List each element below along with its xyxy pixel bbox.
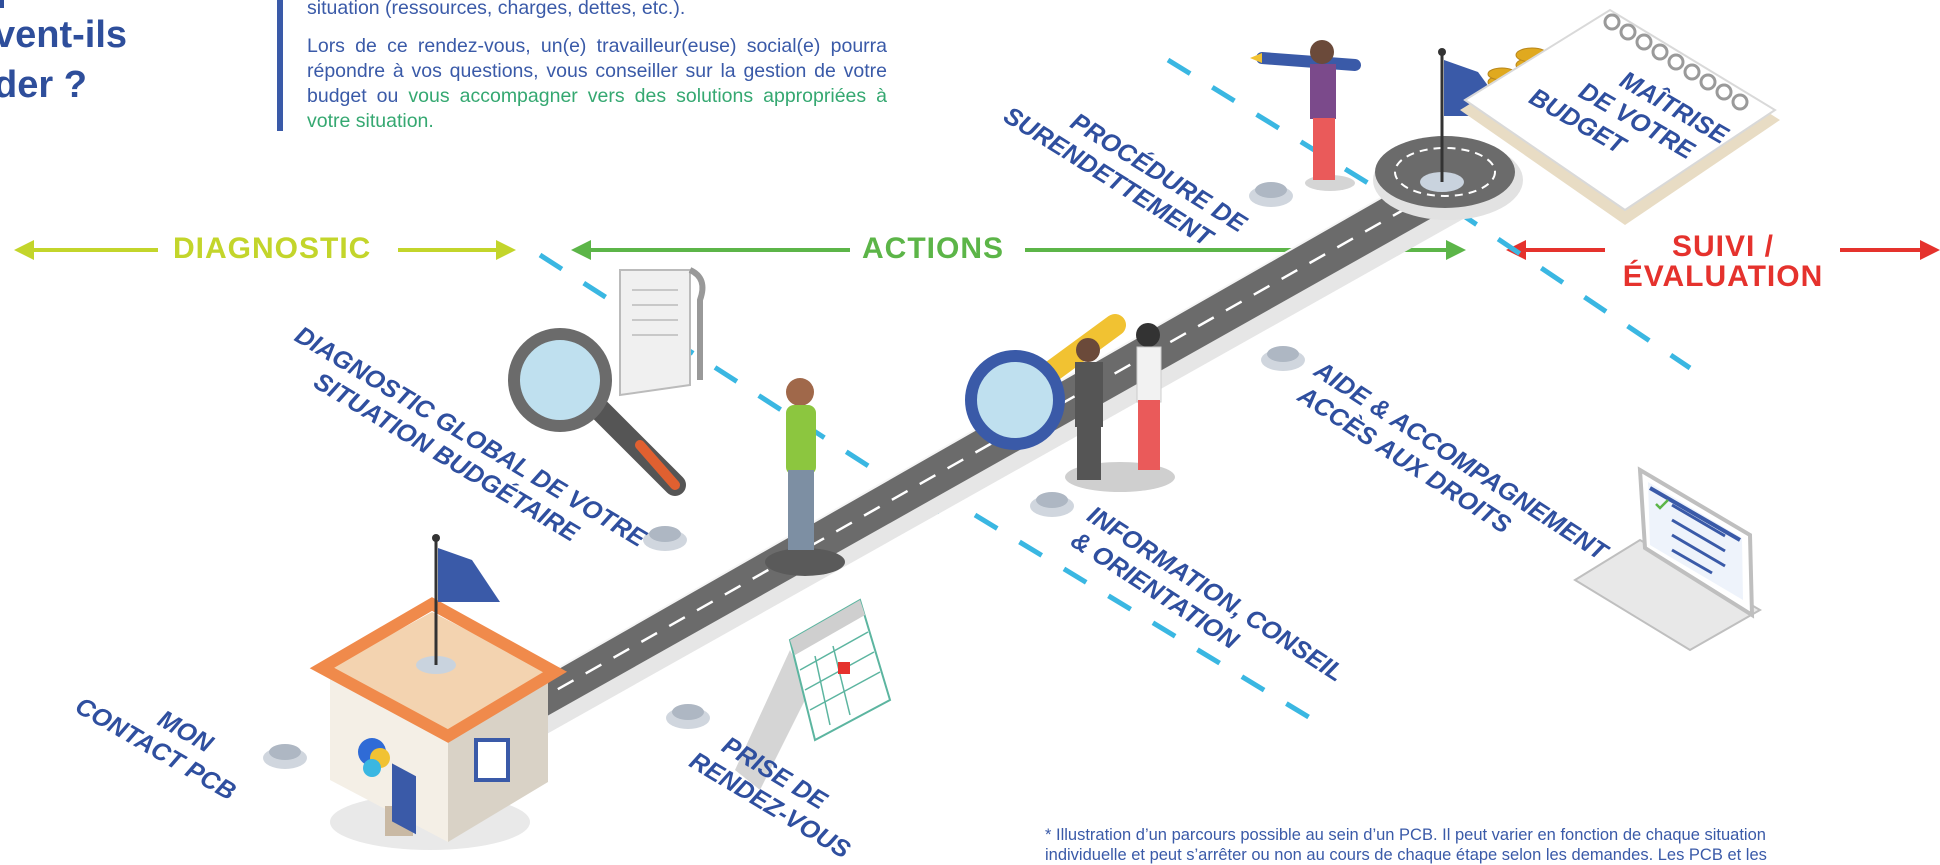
marker-info: [1030, 492, 1074, 517]
magnifier-icon: [508, 328, 686, 496]
intro-text-green: vous accompagner vers des solutions appr…: [307, 85, 888, 132]
intro-accent-bar: [277, 0, 283, 131]
heading-line-2: der ?: [0, 64, 87, 106]
phase-suivi-line-2: ÉVALUATION: [1622, 260, 1824, 293]
flag-icon: [416, 534, 500, 674]
road: [519, 136, 1523, 735]
footnote-line-2: individuelle et peut s’arrêter ou non au…: [1045, 846, 1767, 864]
marker-aide: [1261, 346, 1305, 371]
marker-proc: [1249, 182, 1293, 207]
page-heading: vent-ils der ?: [0, 10, 194, 110]
footnote-line-1: * Illustration d’un parcours possible au…: [1045, 826, 1766, 844]
phase-diagnostic: DIAGNOSTIC: [173, 232, 372, 265]
pencil-icon: [1250, 52, 1361, 71]
people-icon: [1065, 323, 1175, 492]
marker-contact: [263, 744, 307, 769]
calendar-icon: [735, 598, 892, 790]
person-icon: [765, 378, 845, 576]
marker-rdv: [666, 704, 710, 729]
laptop-icon: [1573, 466, 1762, 652]
phase-suivi: SUIVI / ÉVALUATION: [1618, 232, 1828, 292]
intro-line-0: situation (ressources, charges, dettes, …: [307, 0, 686, 19]
phase-actions: ACTIONS: [862, 232, 1004, 265]
marker-diag: [643, 526, 687, 551]
intro-text-blue: Lors de ce rendez-vous, un(e) travailleu…: [307, 35, 887, 107]
heading-left-bar: [0, 0, 4, 8]
receipt-icon: [619, 267, 706, 397]
footnote: * Illustration d’un parcours possible au…: [1045, 825, 1940, 865]
intro-paragraph: situation (ressources, charges, dettes, …: [307, 0, 887, 134]
standing-person-icon: [1305, 40, 1355, 191]
phase-separator-2: [973, 57, 1422, 733]
heading-line-1: vent-ils: [0, 14, 128, 56]
phase-suivi-line-1: SUIVI /: [1671, 230, 1775, 263]
building-icon: [309, 597, 568, 850]
notebook-icon: [1460, 8, 1780, 225]
